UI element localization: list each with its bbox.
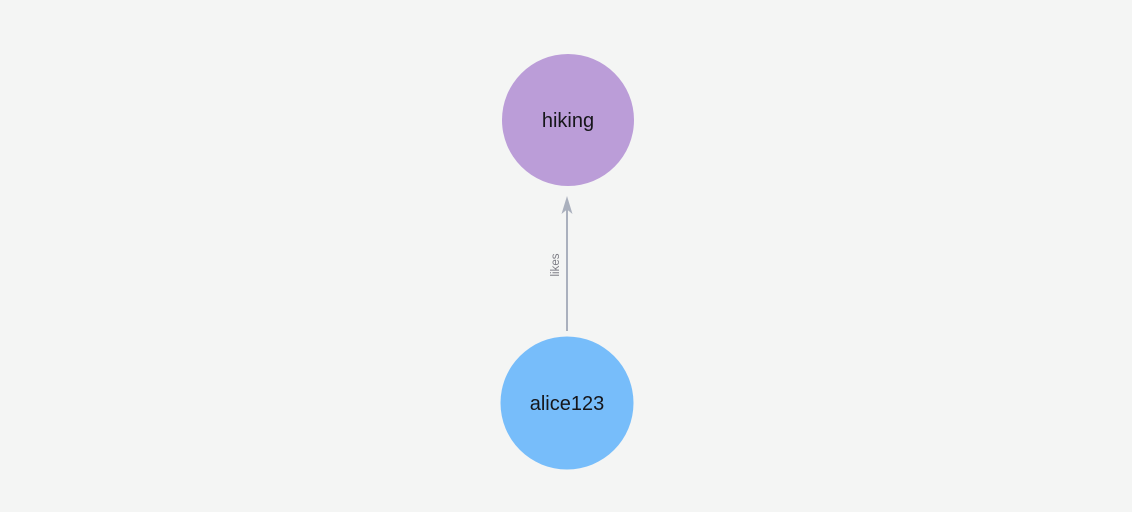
edge-label: likes xyxy=(550,253,562,276)
node-alice123[interactable]: alice123 xyxy=(500,336,634,470)
edge-arrowhead xyxy=(561,196,573,214)
node-hiking-label: hiking xyxy=(542,110,594,132)
edge-group: likes xyxy=(550,196,573,331)
node-hiking-circle[interactable] xyxy=(502,54,634,186)
node-alice123-circle[interactable] xyxy=(500,336,634,470)
node-hiking[interactable]: hiking xyxy=(502,54,634,186)
node-alice123-label: alice123 xyxy=(530,393,605,415)
edge-alice123-likes-hiking[interactable]: likes xyxy=(550,196,573,331)
node-group: hiking alice123 xyxy=(500,54,634,470)
